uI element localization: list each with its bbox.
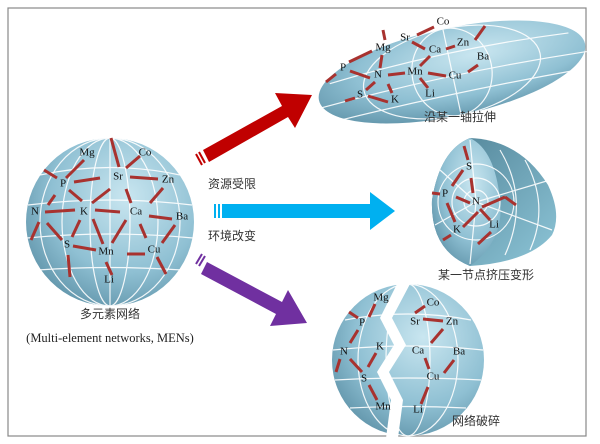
element-label: Zn <box>457 37 470 49</box>
fragment-label: 网络破碎 <box>452 413 500 428</box>
element-label: Mn <box>375 401 391 413</box>
squeeze-label: 某一节点挤压变形 <box>438 267 534 282</box>
element-label: Sr <box>113 171 123 183</box>
element-label: N <box>472 196 480 208</box>
element-label: Cu <box>449 70 462 82</box>
element-label: Cu <box>148 244 161 256</box>
element-label: Sr <box>400 32 410 44</box>
element-label: P <box>60 178 66 190</box>
element-label: N <box>374 69 382 81</box>
network-sphere: Mg Co P Sr Zn N K Ca Ba S Mn Cu Li <box>26 137 194 307</box>
element-label: Mn <box>407 66 423 78</box>
element-label: Ca <box>412 345 424 357</box>
arrow-label-resource: 资源受限 <box>208 177 256 191</box>
element-label: K <box>453 224 461 236</box>
arrow-stretch <box>195 93 312 166</box>
element-label: P <box>359 317 365 329</box>
element-label: P <box>340 62 346 74</box>
element-label: Zn <box>162 174 175 186</box>
element-label: Li <box>425 88 435 100</box>
stretch-label: 沿某一轴拉伸 <box>424 109 496 124</box>
element-label: Mg <box>373 292 389 304</box>
element-label: Li <box>104 274 114 286</box>
element-label: Mg <box>375 42 391 54</box>
element-label: S <box>357 89 363 101</box>
squeezed-network: S P N K Li <box>431 138 557 266</box>
element-label: Co <box>427 297 440 309</box>
element-label: N <box>31 206 39 218</box>
element-label: S <box>64 239 70 251</box>
element-label: Mn <box>98 246 114 258</box>
fragmented-network: Mg Co P Sr Zn K N Ca Ba S Cu Mn Li <box>332 283 484 438</box>
element-label: Ba <box>176 211 188 223</box>
element-label: Li <box>489 219 499 231</box>
element-label: Zn <box>446 316 459 328</box>
element-label: K <box>80 206 88 218</box>
element-label: K <box>376 341 384 353</box>
element-label: Ca <box>429 44 441 56</box>
network-title-en: (Multi-element networks, MENs) <box>26 331 194 345</box>
element-label: Sr <box>410 316 420 328</box>
arrow-fragment <box>195 253 307 326</box>
arrow-constrain <box>214 192 395 230</box>
element-label: S <box>466 161 472 173</box>
network-title-cn: 多元素网络 <box>80 306 140 321</box>
element-label: Mg <box>79 147 95 159</box>
arrow-label-environment: 环境改变 <box>208 228 256 243</box>
element-label: P <box>442 188 448 200</box>
element-label: Ba <box>477 51 489 63</box>
element-label: Li <box>413 404 423 416</box>
element-label: Ca <box>130 206 142 218</box>
element-label: Co <box>437 16 450 28</box>
element-label: S <box>361 373 367 385</box>
element-label: Ba <box>453 346 465 358</box>
element-label: Cu <box>427 371 440 383</box>
element-label: Co <box>139 147 152 159</box>
stretched-network: Co Sr Mg Ca Zn Ba P N Mn Cu S Li K <box>318 16 587 124</box>
element-label: K <box>391 94 399 106</box>
element-label: N <box>340 346 348 358</box>
